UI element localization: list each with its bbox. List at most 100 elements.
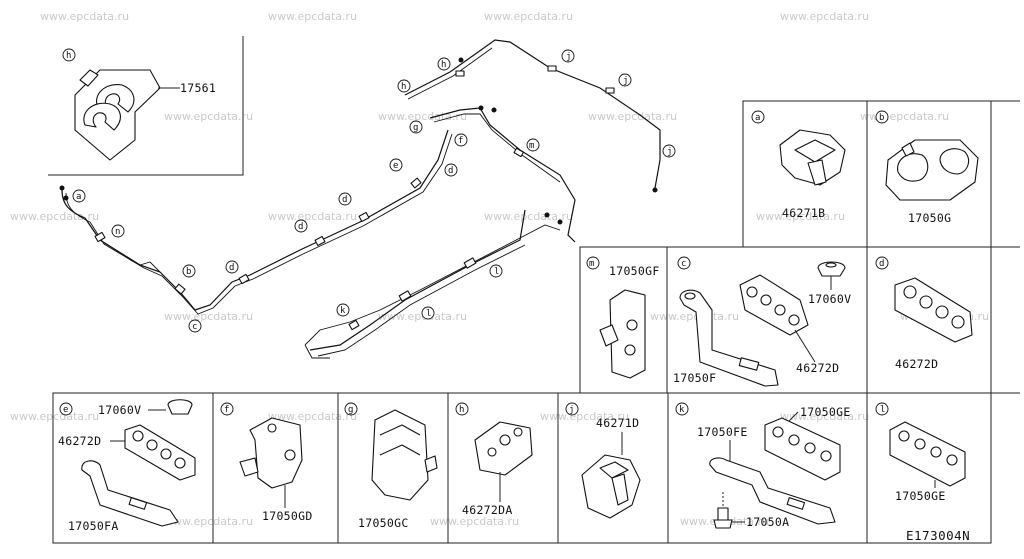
- clip-part-drawing: [249, 417, 303, 489]
- callout-letter: d: [298, 222, 303, 232]
- part-number: 17050FA: [68, 519, 119, 533]
- watermark: www.epcdata.ru: [268, 410, 357, 423]
- overview-callouts: h j j h g f m e d d d a n b c d l k l j: [72, 49, 676, 333]
- panel-letter: a: [755, 113, 760, 123]
- watermark: www.epcdata.ru: [860, 110, 949, 123]
- panel-letter: e: [63, 405, 68, 415]
- panel-k-bracket: k 17050FE 17050GE 17050A: [675, 402, 851, 529]
- callout-letter: j: [667, 147, 672, 157]
- grommet-drawing: [817, 261, 846, 277]
- callout-letter: h: [401, 82, 406, 92]
- part-number: 17050GE: [895, 489, 946, 503]
- callout-letter: h: [441, 60, 446, 70]
- watermark: www.epcdata.ru: [780, 10, 869, 23]
- panel-d-clamp: d 46272D: [875, 256, 973, 371]
- watermark: www.epcdata.ru: [10, 210, 99, 223]
- callout-letter: g: [413, 123, 418, 133]
- panel-h-clip-lower: h 46272DA: [455, 402, 533, 517]
- clip-part-drawing: [807, 159, 827, 186]
- callout-letter: l: [494, 267, 499, 277]
- watermark: www.epcdata.ru: [484, 10, 573, 23]
- clip-part-drawing: [939, 148, 970, 175]
- watermark: www.epcdata.ru: [268, 210, 357, 223]
- watermark: www.epcdata.ru: [650, 310, 739, 323]
- panel-letter: g: [348, 405, 353, 415]
- callout-letter: n: [115, 227, 120, 237]
- callout-letter: a: [76, 192, 81, 202]
- watermark: www.epcdata.ru: [164, 310, 253, 323]
- clip-part-drawing: [83, 102, 121, 131]
- callout-letter: k: [340, 306, 346, 316]
- panel-f-clip: f 17050GD: [220, 402, 313, 523]
- part-number: 17050GD: [262, 509, 313, 523]
- part-number: 46272D: [58, 434, 101, 448]
- panel-c-bracket: c 17050F 46272D 17060V: [673, 256, 851, 387]
- clip-part-drawing: [474, 421, 533, 476]
- callout-letter: m: [529, 141, 534, 151]
- watermarks: www.epcdata.ru www.epcdata.ru www.epcdat…: [10, 10, 989, 528]
- panel-m-clip: m 17050GF: [586, 256, 660, 379]
- callout-letter: c: [192, 322, 197, 332]
- part-number: 17050A: [746, 515, 789, 529]
- panel-e-bracket: e 17060V 46272D 17050FA: [58, 399, 196, 533]
- panel-letter: j: [569, 405, 574, 415]
- watermark: www.epcdata.ru: [484, 210, 573, 223]
- part-number: 17050F: [673, 371, 716, 385]
- part-number: 17060V: [808, 292, 851, 306]
- watermark: www.epcdata.ru: [430, 515, 519, 528]
- panel-letter: l: [880, 405, 885, 415]
- bracket-drawing: [81, 460, 179, 527]
- part-number: 17561: [180, 81, 216, 95]
- panel-frames: [48, 36, 1020, 544]
- part-number: 46272DA: [462, 503, 513, 517]
- panel-letter: d: [879, 259, 884, 269]
- callout-letter: j: [566, 52, 571, 62]
- callout-letter: d: [342, 195, 347, 205]
- callout-letter: e: [393, 161, 398, 171]
- bracket-drawing: [709, 457, 836, 525]
- clip-part-drawing: [96, 84, 135, 113]
- clamp-drawing: [764, 417, 841, 481]
- watermark: www.epcdata.ru: [268, 10, 357, 23]
- panel-b-clip: b 17050G: [875, 110, 979, 225]
- watermark: www.epcdata.ru: [164, 515, 253, 528]
- callout-letter: d: [448, 166, 453, 176]
- diagram-reference: E173004N: [906, 528, 970, 543]
- panel-letter: m: [589, 259, 594, 269]
- part-number: 46271B: [782, 206, 825, 220]
- panel-letter: k: [679, 405, 685, 415]
- part-number: 17050GC: [358, 516, 409, 530]
- watermark: www.epcdata.ru: [756, 210, 845, 223]
- part-number: 46272D: [796, 361, 839, 375]
- panel-h-clip: h 17561: [62, 48, 216, 161]
- part-number: 17060V: [98, 403, 141, 417]
- bracket-drawing: [679, 289, 779, 387]
- panel-letter: b: [879, 113, 884, 123]
- grommet-drawing: [167, 399, 193, 415]
- callout-letter: f: [458, 136, 463, 146]
- pipe-overview: [59, 39, 661, 359]
- watermark: www.epcdata.ru: [540, 410, 629, 423]
- part-number: 17050G: [908, 211, 951, 225]
- callout-letter: b: [186, 267, 191, 277]
- panel-j-clip: j 46271D: [565, 402, 641, 519]
- callout-letter: l: [426, 309, 431, 319]
- part-number: 17050GE: [800, 405, 851, 419]
- panel-g-clip: g 17050GC: [344, 402, 438, 530]
- clamp-drawing: [739, 274, 809, 336]
- panel-letter: h: [459, 405, 464, 415]
- clip-part-drawing: [897, 153, 929, 182]
- callout-letter: d: [229, 263, 234, 273]
- watermark: www.epcdata.ru: [378, 310, 467, 323]
- part-number: 17050GF: [609, 264, 660, 278]
- panel-l-clamp: l 17050GE: [875, 402, 966, 503]
- panel-letter: f: [224, 405, 229, 415]
- part-number: 17050FE: [697, 425, 748, 439]
- watermark: www.epcdata.ru: [10, 410, 99, 423]
- panel-letter: h: [66, 51, 71, 61]
- panel-a-clip: a 46271B: [751, 110, 846, 220]
- panel-letter: c: [681, 259, 686, 269]
- callout-circle: [62, 48, 76, 62]
- watermark: www.epcdata.ru: [164, 110, 253, 123]
